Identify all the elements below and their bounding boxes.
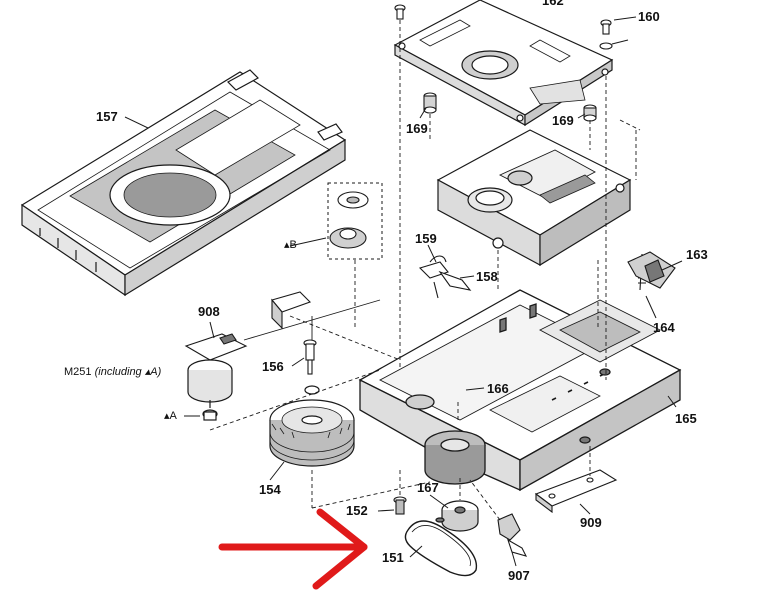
callout-909: 909 [580, 515, 602, 530]
leader-lines [209, 20, 641, 521]
part-154-pulley [269, 385, 355, 467]
callout-156: 156 [262, 359, 284, 374]
spacer-169-right [583, 104, 597, 122]
m251-prefix: M251 [64, 366, 92, 378]
screw-160 [599, 19, 629, 50]
callout-160: 160 [638, 9, 660, 24]
part-163-164-spring [627, 251, 676, 291]
motor-m251 [187, 359, 233, 421]
part-907-switch [497, 513, 528, 557]
callout-157: 157 [96, 109, 118, 124]
callout-154: 154 [259, 482, 281, 497]
motor-m251-label: M251 (including ▴A) [64, 367, 161, 378]
callout-167: 167 [417, 480, 439, 495]
callout-164: 164 [653, 320, 675, 335]
pickup-assembly [436, 129, 632, 267]
callout-908: 908 [198, 304, 220, 319]
spacer-169-left [423, 92, 437, 114]
part-908-bracket [184, 333, 248, 361]
screw-top-left [394, 4, 406, 20]
red-arrow [218, 508, 368, 590]
callout-159: 159 [415, 231, 437, 246]
dashed-group-b [327, 182, 383, 260]
ref-a-marker: ▴A [164, 410, 177, 422]
main-chassis-165 [358, 289, 682, 523]
part-167-pulley [441, 500, 479, 532]
washer-and-gear-b [329, 191, 369, 249]
callout-162: 162 [542, 0, 564, 8]
part-158-159-lever [418, 255, 472, 299]
part-151-belt [404, 520, 478, 577]
part-157-tray [20, 69, 347, 297]
screw-152 [393, 496, 407, 515]
callout-151: 151 [382, 550, 404, 565]
small-bracket [271, 291, 312, 330]
callout-166: 166 [487, 381, 509, 396]
part-162-bracket [393, 0, 614, 127]
callout-152: 152 [346, 503, 368, 518]
ref-b-marker: ▴B [284, 239, 297, 251]
callout-169-left: 169 [406, 121, 428, 136]
part-909-plate [534, 469, 618, 514]
callout-907: 907 [508, 568, 530, 583]
callout-arrows [124, 16, 683, 567]
m251-suffix: (including ▴A) [94, 366, 162, 378]
callout-169-right: 169 [552, 113, 574, 128]
callout-158: 158 [476, 269, 498, 284]
callout-163: 163 [686, 247, 708, 262]
pin-156 [303, 339, 317, 375]
callout-165: 165 [675, 411, 697, 426]
